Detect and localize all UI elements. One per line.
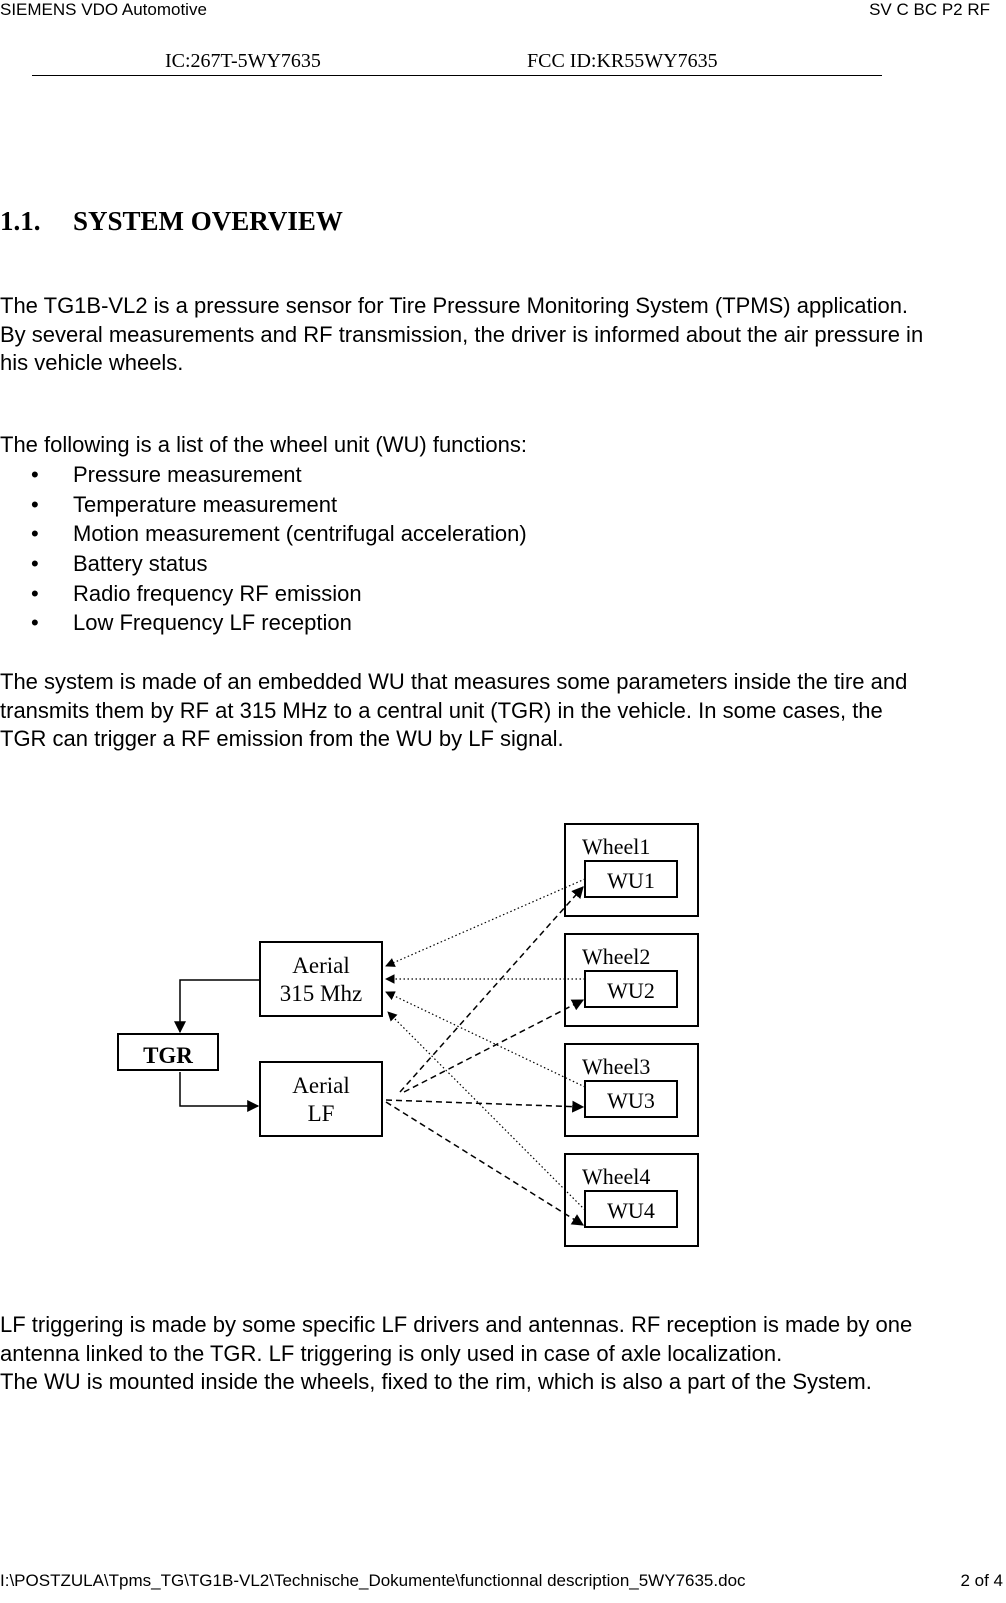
footer-page-number: 2 of 4 — [960, 1571, 1003, 1590]
section-heading: 1.1. SYSTEM OVERVIEW — [0, 206, 343, 237]
rf-link-wu3 — [385, 991, 586, 1088]
aerial-lf-line1: Aerial — [292, 1073, 349, 1098]
function-label: Battery status — [73, 551, 208, 577]
wheel-unit-label: WU3 — [607, 1088, 655, 1113]
bullet-icon: • — [31, 491, 39, 517]
bullet-icon: • — [31, 521, 39, 547]
section-title: SYSTEM OVERVIEW — [73, 206, 343, 236]
lf-link-wu4 — [385, 1101, 585, 1226]
connector-tgr-to-lf — [179, 1072, 260, 1112]
lf-links — [385, 886, 585, 1226]
aerial-rf-block: Aerial 315 Mhz — [259, 941, 383, 1017]
aerial-rf-line2: 315 Mhz — [280, 981, 362, 1006]
tgr-label: TGR — [143, 1043, 193, 1068]
wheel-label: Wheel2 — [582, 944, 650, 969]
header-divider — [32, 75, 882, 76]
lf-link-wu1 — [399, 886, 584, 1093]
closing-paragraph: LF triggering is made by some specific L… — [0, 1312, 913, 1394]
function-list-item: • Pressure measurement — [0, 460, 527, 490]
rf-links — [385, 878, 586, 1211]
function-list-item: • Temperature measurement — [0, 490, 527, 520]
lf-link-wu2 — [403, 999, 585, 1093]
header-company: SIEMENS VDO Automotive — [0, 0, 207, 19]
bullet-icon: • — [31, 551, 39, 577]
rf-link-wu1 — [385, 878, 586, 967]
function-list-item: • Low Frequency LF reception — [0, 608, 527, 638]
aerial-rf-line1: Aerial — [292, 953, 349, 978]
aerial-lf-line2: LF — [308, 1101, 335, 1126]
function-list-item: • Battery status — [0, 549, 527, 579]
system-description: The system is made of an embedded WU tha… — [0, 669, 908, 751]
wheel-unit-frame — [584, 1190, 678, 1228]
footer-file-path: I:\POSTZULA\Tpms_TG\TG1B-VL2\Technische_… — [0, 1571, 746, 1590]
list-intro: The following is a list of the wheel uni… — [0, 432, 528, 457]
rf-link-wu4 — [387, 1011, 586, 1211]
function-list-item: • Radio frequency RF emission — [0, 579, 527, 609]
bullet-icon: • — [31, 462, 39, 487]
wheel-unit-frame — [584, 1080, 678, 1118]
function-label: Motion measurement (centrifugal accelera… — [73, 521, 527, 547]
bullet-icon: • — [31, 610, 39, 636]
function-label: Temperature measurement — [73, 491, 338, 517]
wheel-unit-label: WU1 — [607, 868, 655, 893]
wheel-unit-label: WU2 — [607, 978, 655, 1003]
wheel-unit-frame — [584, 860, 678, 898]
wheel-label: Wheel3 — [582, 1054, 650, 1079]
header-fcc-id: FCC ID:KR55WY7635 — [527, 50, 718, 72]
wheel-label: Wheel4 — [582, 1164, 650, 1189]
section-number: 1.1. — [0, 206, 41, 236]
intro-paragraph: The TG1B-VL2 is a pressure sensor for Ti… — [0, 293, 924, 375]
connector-rf-to-tgr — [174, 979, 260, 1034]
function-list: • Pressure measurement • Temperature measur… — [0, 460, 527, 638]
header-department: SV C BC P2 RF — [869, 0, 990, 19]
function-label: Radio frequency RF emission — [73, 580, 362, 606]
tgr-block: TGR — [117, 1033, 219, 1071]
function-list-item: • Motion measurement (centrifugal acceler… — [0, 519, 527, 549]
function-label: Pressure measurement — [73, 462, 302, 487]
system-diagram: TGR Aerial 315 Mhz Aerial LF Wheel1WU1Wh… — [117, 823, 699, 1247]
lf-link-wu3 — [385, 1099, 585, 1113]
header-ic-id: IC:267T-5WY7635 — [165, 50, 321, 72]
wheel-unit-label: WU4 — [607, 1198, 655, 1223]
wheel-label: Wheel1 — [582, 834, 650, 859]
wheel-unit-frame — [584, 970, 678, 1008]
function-label: Low Frequency LF reception — [73, 610, 352, 636]
bullet-icon: • — [31, 580, 39, 606]
aerial-lf-block: Aerial LF — [259, 1061, 383, 1137]
